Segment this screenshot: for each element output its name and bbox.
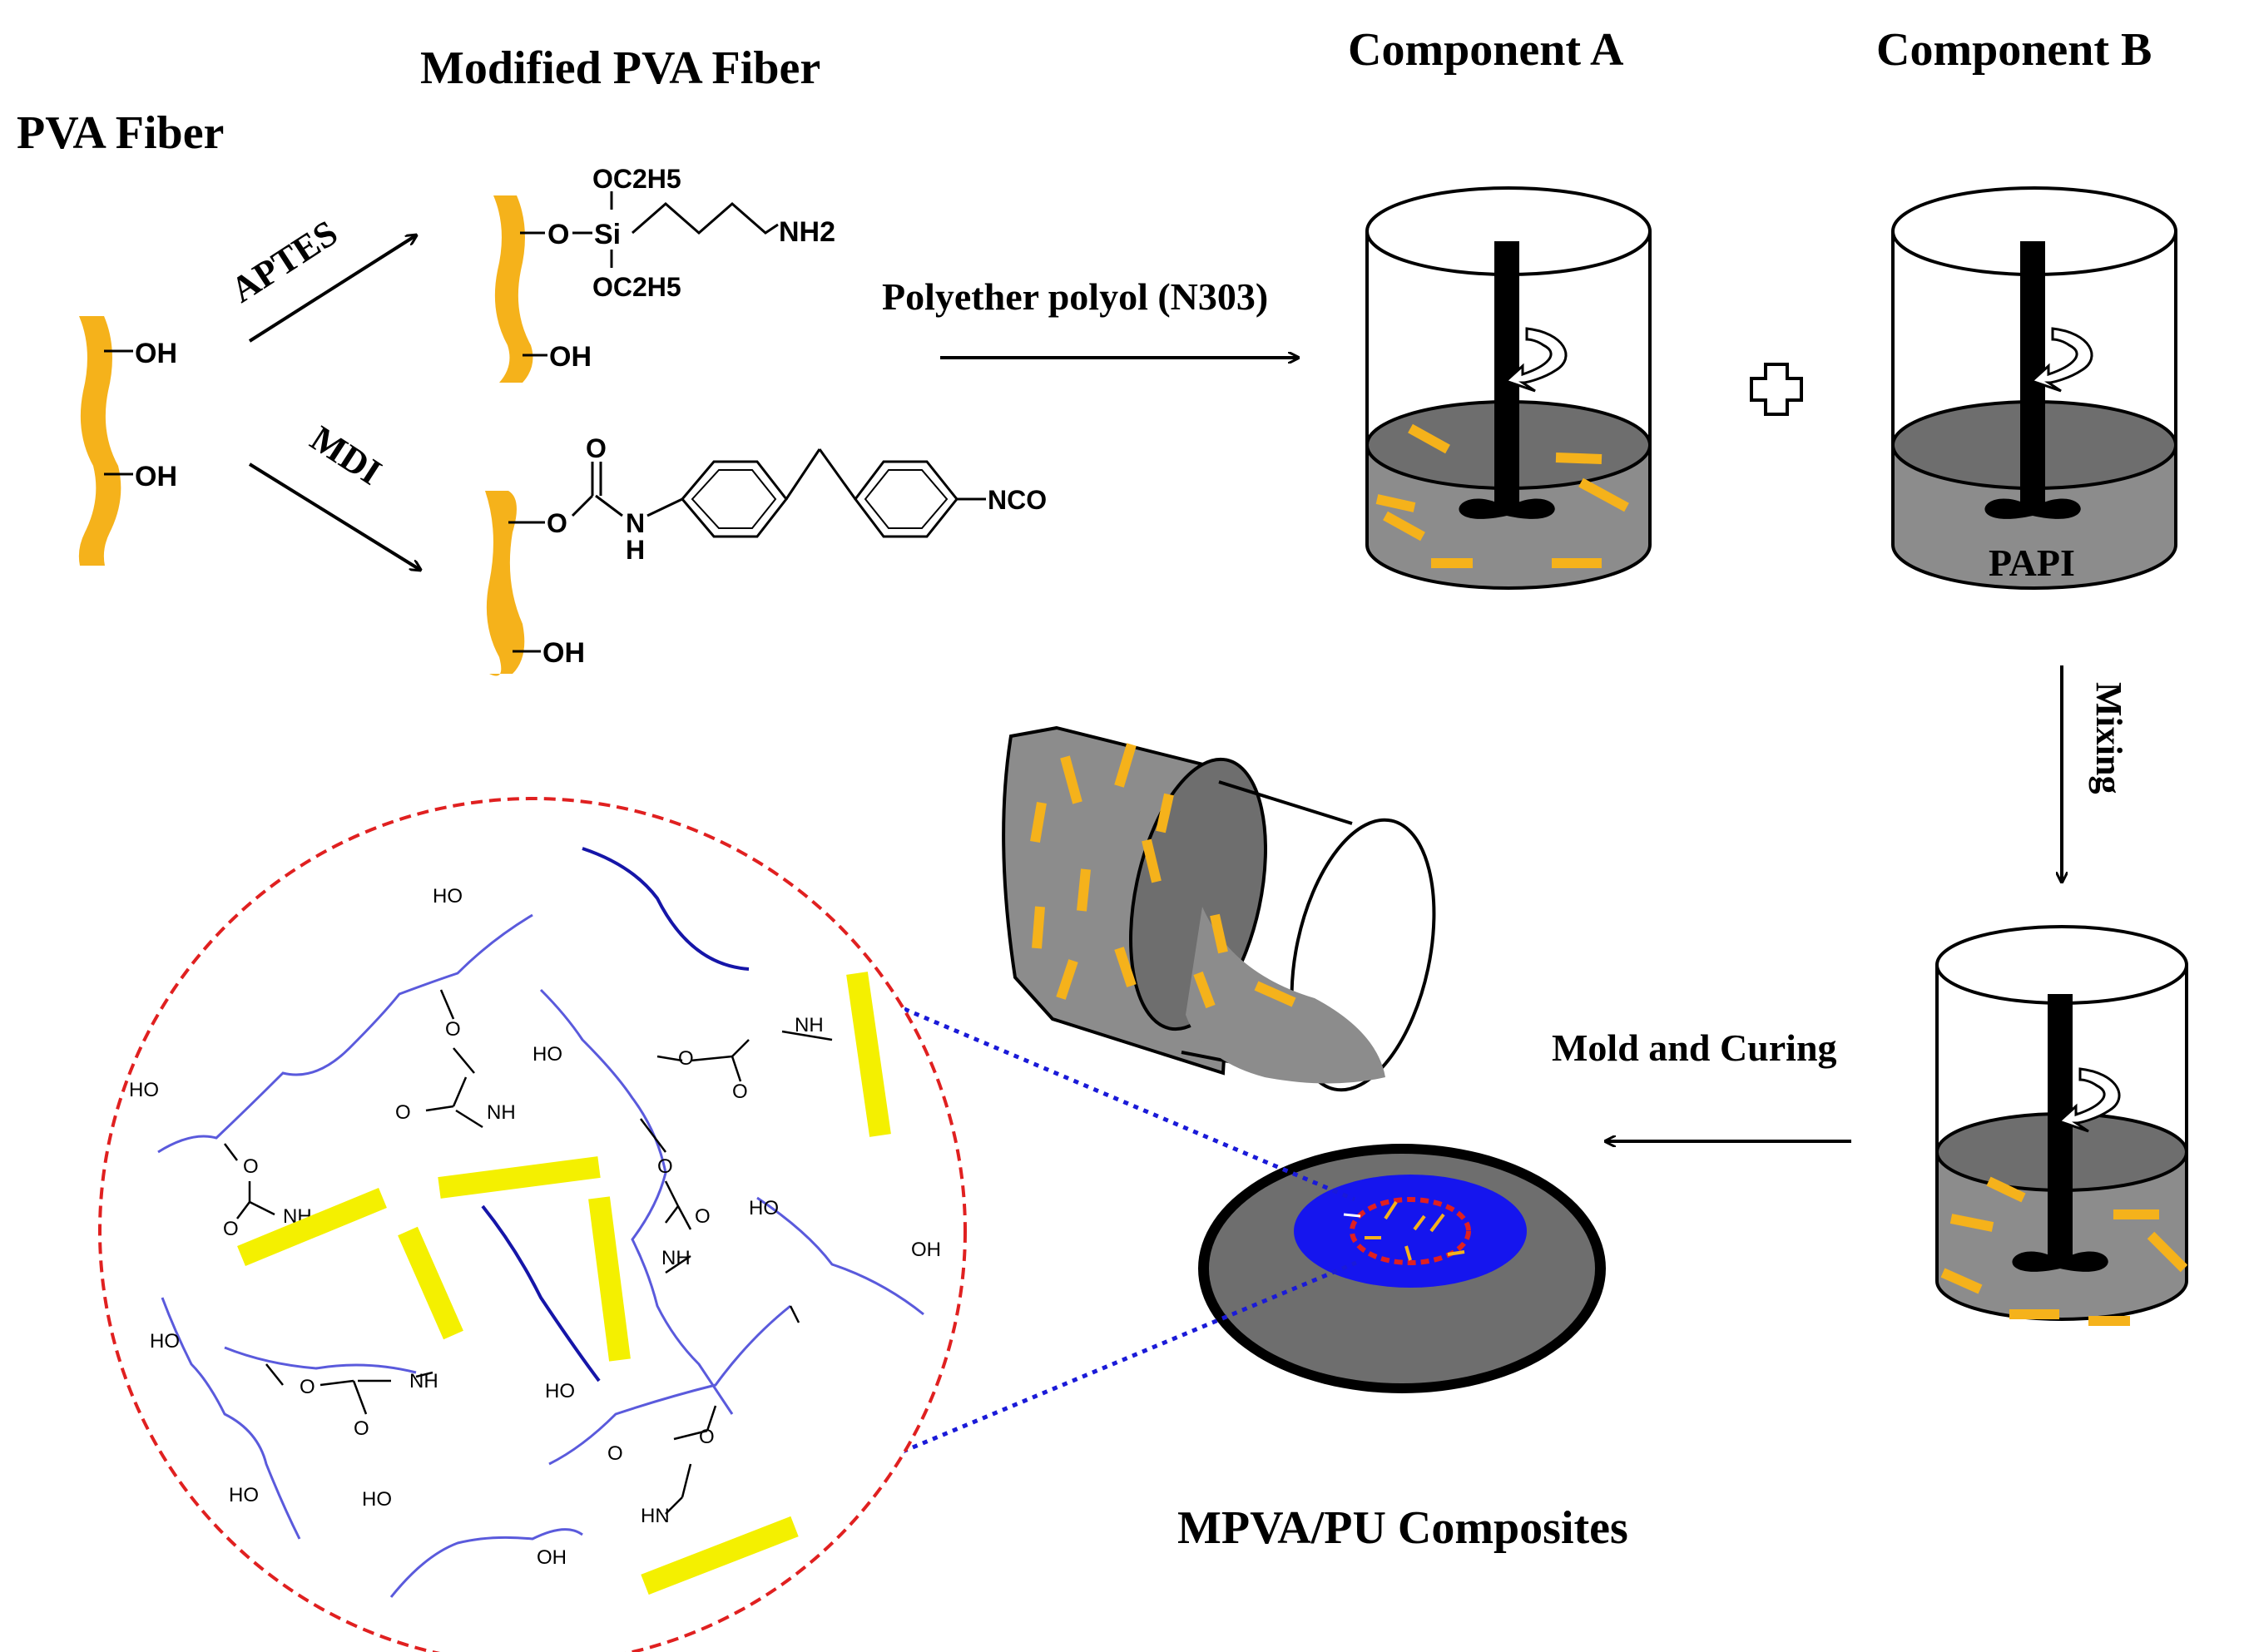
component-b-beaker: PAPI	[1891, 186, 2177, 590]
title-component-b: Component B	[1876, 24, 2152, 76]
molecular-zoom-view: HO HO HO HO HO HO HO HO OH OH O O O O O …	[98, 797, 967, 1652]
title-modified-pva-fiber: Modified PVA Fiber	[420, 42, 820, 94]
zoom-line-top	[894, 1002, 1355, 1202]
aptes-oc2h5-bottom: OC2H5	[592, 272, 681, 302]
zoom-oh-1: OH	[911, 1239, 941, 1261]
zoom-nh-5: NH	[409, 1370, 438, 1392]
aptes-o: O	[547, 219, 569, 250]
zoom-ho-4: HO	[749, 1197, 779, 1219]
label-papi: PAPI	[1989, 542, 2075, 584]
aptes-arrow	[248, 235, 416, 343]
label-mdi: MDI	[304, 418, 389, 492]
zoom-ho-3: HO	[129, 1079, 159, 1101]
zoom-o-4: O	[223, 1218, 239, 1240]
mixed-beaker	[1935, 925, 2188, 1326]
pva-oh-bottom: OH	[135, 461, 177, 492]
plus-icon	[1750, 363, 1803, 416]
mold-dish	[1198, 1144, 1606, 1393]
zoom-nh-3: NH	[795, 1014, 824, 1036]
zoom-ho-1: HO	[433, 885, 463, 908]
mdi-o-carbonyl: O	[586, 433, 607, 463]
zoom-ho-2: HO	[533, 1043, 562, 1066]
mdi-h: H	[626, 535, 645, 565]
aptes-nh2: NH2	[779, 216, 835, 248]
zoom-ho-7: HO	[229, 1484, 259, 1506]
pva-oh-top: OH	[135, 338, 177, 369]
label-mold-curing: Mold and Curing	[1552, 1026, 1837, 1069]
zoom-ho-8: HO	[362, 1488, 392, 1511]
title-mpva-pu-composites: MPVA/PU Composites	[1177, 1502, 1628, 1554]
zoom-o-11: O	[699, 1426, 715, 1448]
zoom-o-2: O	[395, 1101, 411, 1124]
zoom-o-1: O	[445, 1018, 461, 1041]
pva-fiber-raw: OH OH	[78, 316, 177, 566]
zoom-o-6: O	[732, 1081, 748, 1103]
label-polyol: Polyether polyol (N303)	[882, 275, 1268, 318]
title-pva-fiber: PVA Fiber	[17, 107, 224, 159]
zoom-o-7: O	[657, 1155, 673, 1178]
zoom-nh-1: NH	[487, 1101, 516, 1124]
zoom-o-8: O	[695, 1205, 711, 1228]
mdi-nco: NCO	[988, 485, 1047, 515]
mdi-arrow	[248, 462, 420, 570]
aptes-si: Si	[594, 219, 621, 250]
zoom-hn-1: HN	[641, 1505, 670, 1527]
mdi-modified-fiber: O O N H NCO OH	[485, 433, 1047, 676]
zoom-o-3: O	[243, 1155, 259, 1178]
aptes-oh: OH	[549, 341, 592, 373]
aptes-oc2h5-top: OC2H5	[592, 164, 681, 194]
component-a-beaker	[1365, 186, 1652, 590]
pouring-cup	[1002, 725, 1436, 1106]
label-mixing: Mixing	[2088, 682, 2129, 794]
zoom-nh-4: NH	[661, 1247, 691, 1269]
zoom-ho-6: HO	[545, 1380, 575, 1402]
zoom-o-12: O	[607, 1442, 623, 1465]
label-aptes: APTES	[224, 212, 345, 310]
mdi-o-ester: O	[547, 508, 567, 538]
aptes-modified-fiber: O Si OC2H5 OC2H5 NH2 OH	[493, 164, 835, 383]
zoom-o-10: O	[354, 1417, 369, 1440]
zoom-oh-2: OH	[537, 1546, 567, 1569]
mdi-oh: OH	[542, 637, 585, 669]
title-component-a: Component A	[1348, 24, 1624, 76]
mdi-n: N	[626, 508, 645, 538]
zoom-ho-5: HO	[150, 1330, 180, 1353]
zoom-o-9: O	[300, 1376, 315, 1398]
zoom-o-5: O	[678, 1047, 694, 1070]
